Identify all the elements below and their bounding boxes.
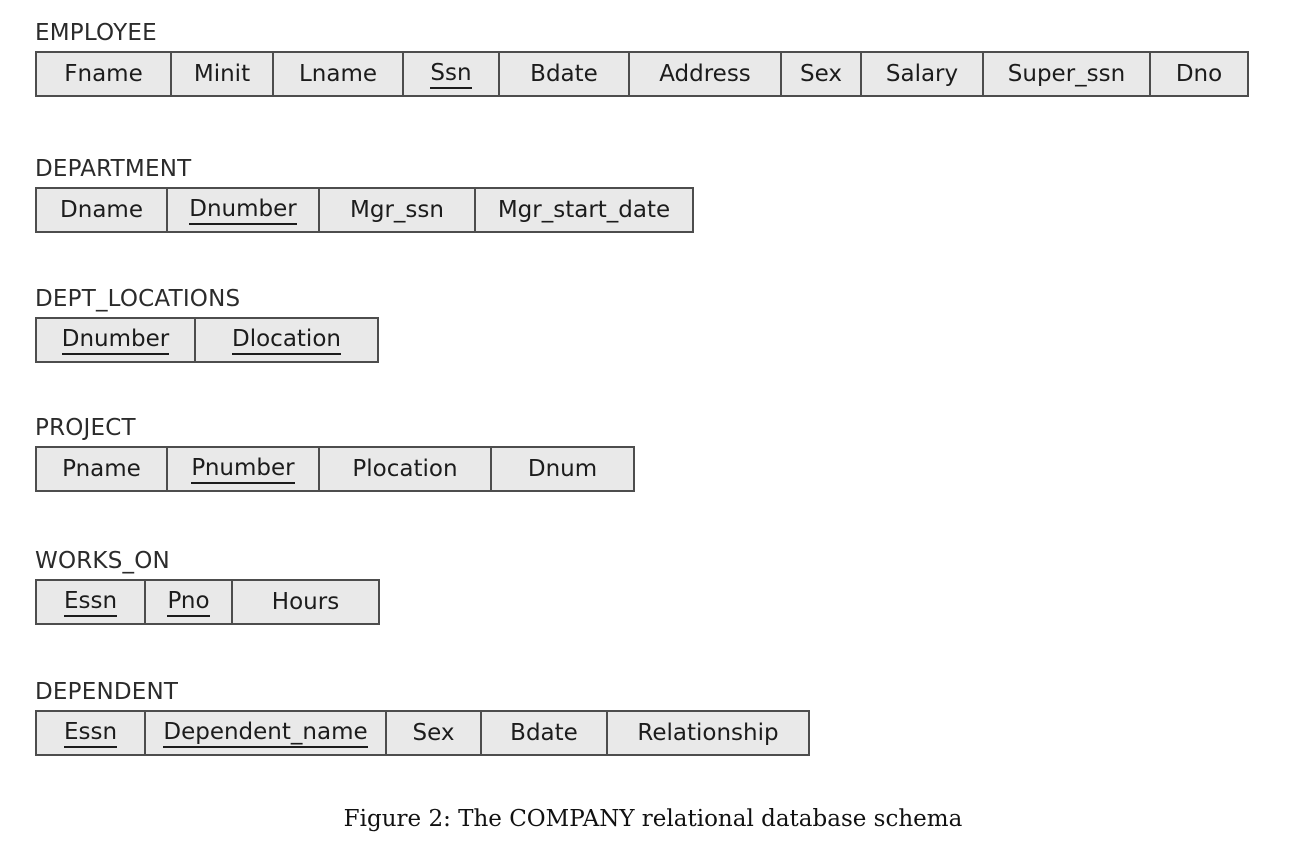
- relation-works_on: WORKS_ON Essn Pno Hours: [35, 548, 380, 625]
- attribute-cell: Salary: [862, 53, 984, 95]
- attribute-cell: Sex: [782, 53, 862, 95]
- attribute-label: Plocation: [352, 456, 458, 482]
- relation-name: PROJECT: [35, 415, 136, 441]
- attribute-cell: Mgr_start_date: [476, 189, 694, 231]
- attribute-row: Fname Minit Lname Ssn Bdate Address Sex Salary S…: [35, 51, 1249, 97]
- attribute-label: Bdate: [510, 720, 578, 746]
- attribute-cell: Dno: [1151, 53, 1249, 95]
- relation-name: DEPT_LOCATIONS: [35, 286, 241, 312]
- attribute-label: Hours: [271, 589, 340, 615]
- attribute-label-primary-key: Ssn: [430, 60, 472, 89]
- attribute-cell: Pname: [37, 448, 168, 490]
- relation-department: DEPARTMENT Dname Dnumber Mgr_ssn Mgr_start_d…: [35, 156, 694, 233]
- attribute-cell: Dependent_name: [146, 712, 387, 754]
- attribute-cell: Minit: [172, 53, 274, 95]
- relation-employee: EMPLOYEE Fname Minit Lname Ssn Bdate Address Se…: [35, 20, 1249, 97]
- attribute-label: Salary: [885, 61, 959, 87]
- attribute-cell: Ssn: [404, 53, 500, 95]
- attribute-cell: Relationship: [608, 712, 810, 754]
- attribute-cell: Pno: [146, 581, 233, 623]
- attribute-cell: Dnumber: [168, 189, 320, 231]
- attribute-label-primary-key: Pnumber: [191, 455, 295, 484]
- attribute-cell: Mgr_ssn: [320, 189, 476, 231]
- attribute-row: Essn Pno Hours: [35, 579, 380, 625]
- relation-name: DEPARTMENT: [35, 156, 192, 182]
- relation-name: EMPLOYEE: [35, 20, 157, 46]
- attribute-cell: Essn: [37, 712, 146, 754]
- attribute-cell: Dname: [37, 189, 168, 231]
- relation-dept_locations: DEPT_LOCATIONS Dnumber Dlocation: [35, 286, 379, 363]
- attribute-label: Pname: [62, 456, 141, 482]
- attribute-cell: Pnumber: [168, 448, 320, 490]
- attribute-label-primary-key: Dependent_name: [163, 719, 368, 748]
- attribute-label: Sex: [800, 61, 842, 87]
- attribute-label: Bdate: [530, 61, 598, 87]
- figure-caption: Figure 2: The COMPANY relational databas…: [343, 806, 963, 832]
- attribute-label-primary-key: Essn: [63, 719, 118, 748]
- attribute-cell: Plocation: [320, 448, 492, 490]
- attribute-row: Essn Dependent_name Sex Bdate Relationship: [35, 710, 810, 756]
- attribute-cell: Address: [630, 53, 782, 95]
- attribute-cell: Bdate: [482, 712, 608, 754]
- attribute-label-primary-key: Essn: [63, 588, 118, 617]
- attribute-cell: Sex: [387, 712, 482, 754]
- attribute-row: Dnumber Dlocation: [35, 317, 379, 363]
- relation-project: PROJECT Pname Pnumber Plocation Dnum: [35, 415, 635, 492]
- attribute-label: Dname: [60, 197, 143, 223]
- attribute-label: Minit: [193, 61, 251, 87]
- attribute-row: Dname Dnumber Mgr_ssn Mgr_start_date: [35, 187, 694, 233]
- attribute-label-primary-key: Dnumber: [189, 196, 297, 225]
- attribute-label-primary-key: Dlocation: [232, 326, 341, 355]
- attribute-label: Address: [659, 61, 751, 87]
- attribute-label: Mgr_start_date: [497, 197, 671, 223]
- attribute-label-primary-key: Dnumber: [61, 326, 170, 355]
- relation-name: WORKS_ON: [35, 548, 170, 574]
- attribute-cell: Lname: [274, 53, 404, 95]
- attribute-label: Dnum: [527, 456, 598, 482]
- attribute-row: Pname Pnumber Plocation Dnum: [35, 446, 635, 492]
- attribute-label-primary-key: Pno: [167, 588, 210, 617]
- attribute-label: Relationship: [637, 720, 779, 746]
- attribute-label: Dno: [1175, 61, 1223, 87]
- attribute-cell: Dnum: [492, 448, 635, 490]
- attribute-label: Sex: [412, 720, 455, 746]
- attribute-label: Fname: [64, 61, 143, 87]
- attribute-cell: Dlocation: [196, 319, 379, 361]
- attribute-label: Lname: [298, 61, 378, 87]
- attribute-cell: Dnumber: [37, 319, 196, 361]
- relation-name: DEPENDENT: [35, 679, 179, 705]
- relation-dependent: DEPENDENT Essn Dependent_name Sex Bdate Relat…: [35, 679, 810, 756]
- attribute-cell: Hours: [233, 581, 380, 623]
- attribute-cell: Fname: [37, 53, 172, 95]
- attribute-cell: Super_ssn: [984, 53, 1151, 95]
- attribute-label: Mgr_ssn: [350, 197, 444, 223]
- attribute-cell: Bdate: [500, 53, 630, 95]
- attribute-cell: Essn: [37, 581, 146, 623]
- attribute-label: Super_ssn: [1007, 61, 1126, 87]
